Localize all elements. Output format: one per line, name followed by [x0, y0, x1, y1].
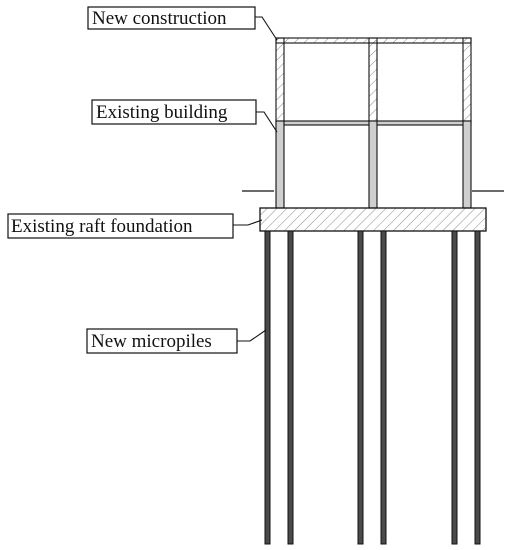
- callout-box-existing-building: [91, 99, 257, 125]
- callout-new-micropiles: New micropiles: [86, 328, 267, 354]
- callout-existing-raft-foundation: Existing raft foundation: [7, 213, 263, 239]
- micropiles: [264, 230, 481, 545]
- micropile-2: [287, 230, 294, 545]
- leader-existing-raft-foundation: [233, 219, 263, 226]
- micropile-3: [357, 230, 364, 545]
- label-existing-building: Existing building: [96, 102, 228, 123]
- new-construction-right-column: [462, 37, 472, 123]
- existing-middle-column: [368, 120, 378, 209]
- label-new-micropiles: New micropiles: [91, 331, 212, 352]
- callout-box-new-micropiles: [86, 328, 238, 354]
- leader-new-construction: [255, 16, 278, 41]
- micropile-6: [474, 230, 481, 545]
- existing-left-column: [275, 120, 285, 209]
- micropile-5: [451, 230, 458, 545]
- new-construction-roof-slab: [275, 37, 472, 44]
- new-construction-storey: [275, 37, 472, 123]
- leader-new-micropiles: [237, 329, 267, 342]
- existing-right-column: [462, 120, 472, 209]
- callout-box-new-construction: [87, 6, 256, 30]
- callout-box-existing-raft-foundation: [7, 213, 234, 239]
- leader-existing-building: [256, 111, 278, 133]
- callout-existing-building: Existing building: [91, 99, 278, 133]
- micropile-1: [264, 230, 271, 545]
- callout-new-construction: New construction: [87, 6, 278, 41]
- existing-building-storey: [275, 120, 472, 209]
- label-existing-raft-foundation: Existing raft foundation: [11, 216, 193, 237]
- micropile-4: [380, 230, 387, 545]
- new-construction-left-column: [275, 37, 285, 123]
- label-new-construction: New construction: [92, 8, 227, 29]
- existing-raft-foundation: [259, 207, 487, 232]
- new-construction-middle-column: [368, 37, 378, 123]
